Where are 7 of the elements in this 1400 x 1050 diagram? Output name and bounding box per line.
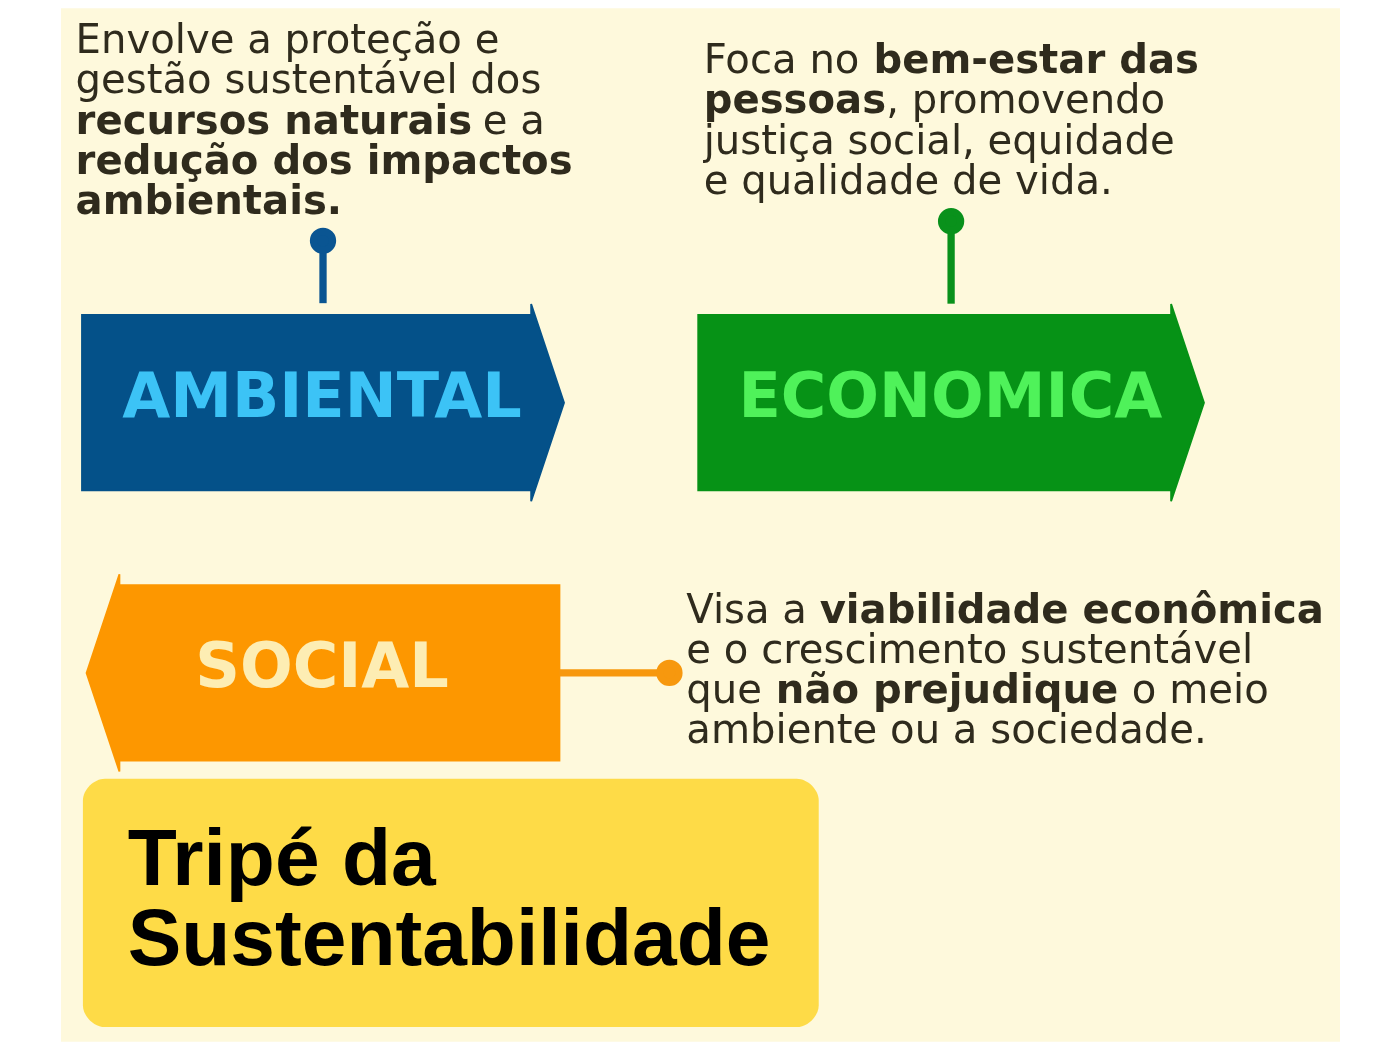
connector (937, 208, 964, 304)
node-text: Foca no bem-estar das pessoas, promovendo justiça social, equidade e qualidade de vida. (703, 36, 1199, 203)
node-text: Visa a viabilidade econômica e o crescimento sustentável que não prejudique o meio ambiente ou a sociedade. (685, 585, 1324, 753)
connector (559, 659, 683, 687)
node-text: Envolve a proteção e gestão sustentável dos recursos naturais e a redução dos impactos ambientais. (75, 16, 573, 223)
connector (309, 227, 336, 304)
diagram-title: Tripé da Sustentabilidade (127, 812, 770, 983)
